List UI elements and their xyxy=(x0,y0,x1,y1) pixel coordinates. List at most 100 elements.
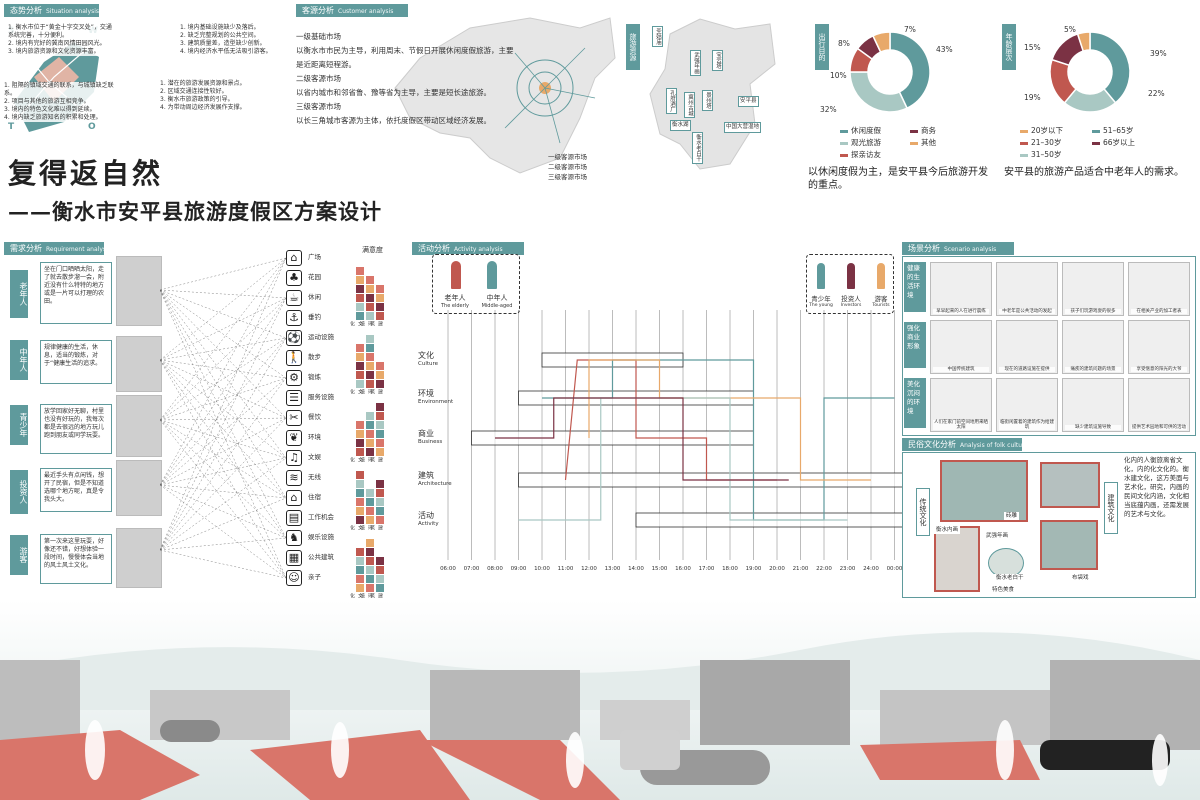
time-tick-label: 23:00 xyxy=(839,566,856,572)
connection-line xyxy=(160,484,287,499)
age-tab: 年龄层次 xyxy=(1002,24,1016,70)
folk-label-nianhua: 武强年画 xyxy=(984,532,1011,540)
satisfaction-cell xyxy=(366,344,374,352)
folk-label-puppet: 布袋戏 xyxy=(1070,574,1091,582)
connection-line xyxy=(160,337,287,551)
satisfaction-cell xyxy=(366,489,374,497)
scenario-sketch: 中国传统建筑 xyxy=(930,320,992,374)
satisfaction-group: 文化环境建筑 xyxy=(349,326,386,394)
sketch-caption: 临街闲置着的建筑作为给建筑 xyxy=(999,420,1055,430)
resources-tab: 旅游资源 xyxy=(626,24,640,70)
market-level-2: 二级客源市场 xyxy=(296,74,341,83)
age-donut-chart xyxy=(1049,31,1131,113)
need-icon: ▦ xyxy=(286,550,302,566)
need-row: ▦公共建筑 xyxy=(286,550,346,568)
weakness-item: 2. 缺乏完整规划的公共空间。 xyxy=(180,32,260,39)
purpose-tab: 出行目的 xyxy=(815,24,829,70)
satisfaction-cell xyxy=(356,566,364,574)
place-tag: 宝云塔 xyxy=(712,50,723,71)
need-icon: ▤ xyxy=(286,510,302,526)
connection-line xyxy=(160,359,287,379)
satisfaction-cell xyxy=(356,584,364,592)
pct-label: 7% xyxy=(904,25,916,34)
donut-slice-4 xyxy=(871,31,891,54)
tab-tourist: 游客 xyxy=(10,535,28,575)
folk-photo-puppet xyxy=(1040,520,1098,570)
satisfaction-cell xyxy=(356,371,364,379)
satisfaction-cell xyxy=(366,548,374,556)
satisfaction-cell xyxy=(356,344,364,352)
requirement-connection-lines xyxy=(160,257,287,579)
need-label: 散步 xyxy=(308,353,321,361)
sketch-caption: 享受惬意的阳光的大爷 xyxy=(1131,367,1187,372)
need-label: 休闲 xyxy=(308,293,321,301)
pct-label: 8% xyxy=(838,39,850,48)
connection-line xyxy=(160,337,287,361)
satisfaction-cell xyxy=(356,439,364,447)
need-icon: ☺ xyxy=(286,570,302,586)
satisfaction-label: 满意度 xyxy=(362,246,383,254)
connection-line xyxy=(160,297,287,486)
satisfaction-cell xyxy=(356,480,364,488)
quote-middle-aged: 规律健康的生活，休息，适当的锻炼，对于“健康生活的追求。 xyxy=(40,340,112,384)
need-row: ♞娱乐设施 xyxy=(286,530,346,548)
connection-line xyxy=(160,289,287,499)
age-pct-labels: 39% 22% 19% 15% 5% xyxy=(1020,20,1180,120)
satisfaction-col-label: 文化 xyxy=(349,321,363,326)
group-label: 游客 xyxy=(874,295,888,303)
scenario-tab-business: 强化商业形象 xyxy=(904,322,926,368)
satisfaction-cell xyxy=(376,566,384,574)
resource-places: 圣姑庙 武强年画 宝云塔 孔府酒厂 冀州古城 景州塔 安平县 衡水湖 中国大营湿… xyxy=(650,26,780,166)
satisfaction-cell xyxy=(356,471,364,479)
time-tick-label: 06:00 xyxy=(440,566,456,572)
connection-line xyxy=(160,549,287,579)
threat-item: 2. 项目与其他的旅游互相竞争。 xyxy=(4,98,90,105)
satisfaction-cell xyxy=(356,575,364,583)
satisfaction-cell xyxy=(376,439,384,447)
sketch-caption: 中老年是公共活动的发起 xyxy=(999,309,1055,314)
satisfaction-cell xyxy=(376,507,384,515)
scenario-sketch: 孩子们玩游戏耍的很多 xyxy=(1062,262,1124,316)
scenario-sketch: 中老年是公共活动的发起 xyxy=(996,262,1058,316)
connection-line xyxy=(160,457,287,486)
strength-item: 3. 境内旅游资源和文化资源丰富。 xyxy=(8,48,100,55)
satisfaction-cell xyxy=(356,557,364,565)
need-label: 亲子 xyxy=(308,573,321,581)
scenario-tab-environment: 美化沉闷的环境 xyxy=(904,378,926,428)
satisfaction-cell xyxy=(366,448,374,456)
tab-middle-aged: 中年人 xyxy=(10,340,28,380)
legend-label: 20岁以下 xyxy=(1031,126,1064,135)
satisfaction-cell xyxy=(376,489,384,497)
weakness-item: 1. 境内基础设施缺少及落后。 xyxy=(180,24,260,31)
pct-label: 39% xyxy=(1150,49,1167,58)
activity-group-left: 老年人 中年人 The elderly Middle-aged xyxy=(432,254,520,314)
time-tick-label: 19:00 xyxy=(745,566,762,572)
need-row: ♣花园 xyxy=(286,270,346,288)
china-map xyxy=(380,8,620,178)
connection-line xyxy=(160,537,287,551)
need-icon: ☰ xyxy=(286,390,302,406)
threat-item: 3. 境内的特色文化难以得到延续。 xyxy=(4,106,96,113)
weakness-item: 3. 建筑质量差，造型缺少创新。 xyxy=(180,40,266,47)
row-label-en: Culture xyxy=(418,361,439,367)
satisfaction-cell xyxy=(366,557,374,565)
connection-line xyxy=(160,289,287,379)
need-icon: ☕ xyxy=(286,290,302,306)
time-tick-label: 15:00 xyxy=(651,566,668,572)
legend-item: 一级客源市场 xyxy=(548,153,587,161)
street-panorama xyxy=(0,600,1200,800)
connection-line xyxy=(160,419,287,579)
connection-line xyxy=(160,377,287,486)
need-row: ⚓垂钓 xyxy=(286,310,346,328)
market-level-1: 一级基础市场 xyxy=(296,32,341,41)
scenario-sketch: 人们在家门前空间地用来晒太阳 xyxy=(930,378,992,432)
need-label: 无线 xyxy=(308,473,321,481)
age-note: 安平县的旅游产品适合中老年人的需求。 xyxy=(1004,167,1184,178)
connection-line xyxy=(160,289,287,579)
time-tick-label: 11:00 xyxy=(557,566,574,572)
quote-tourist: 第一次来这里玩耍，好像还不错，好想体验一段时间，慢慢体会当地的风土风土文化。 xyxy=(40,534,112,584)
market-legend: 一级客源市场 二级客源市场 三级客源市场 xyxy=(548,152,612,182)
